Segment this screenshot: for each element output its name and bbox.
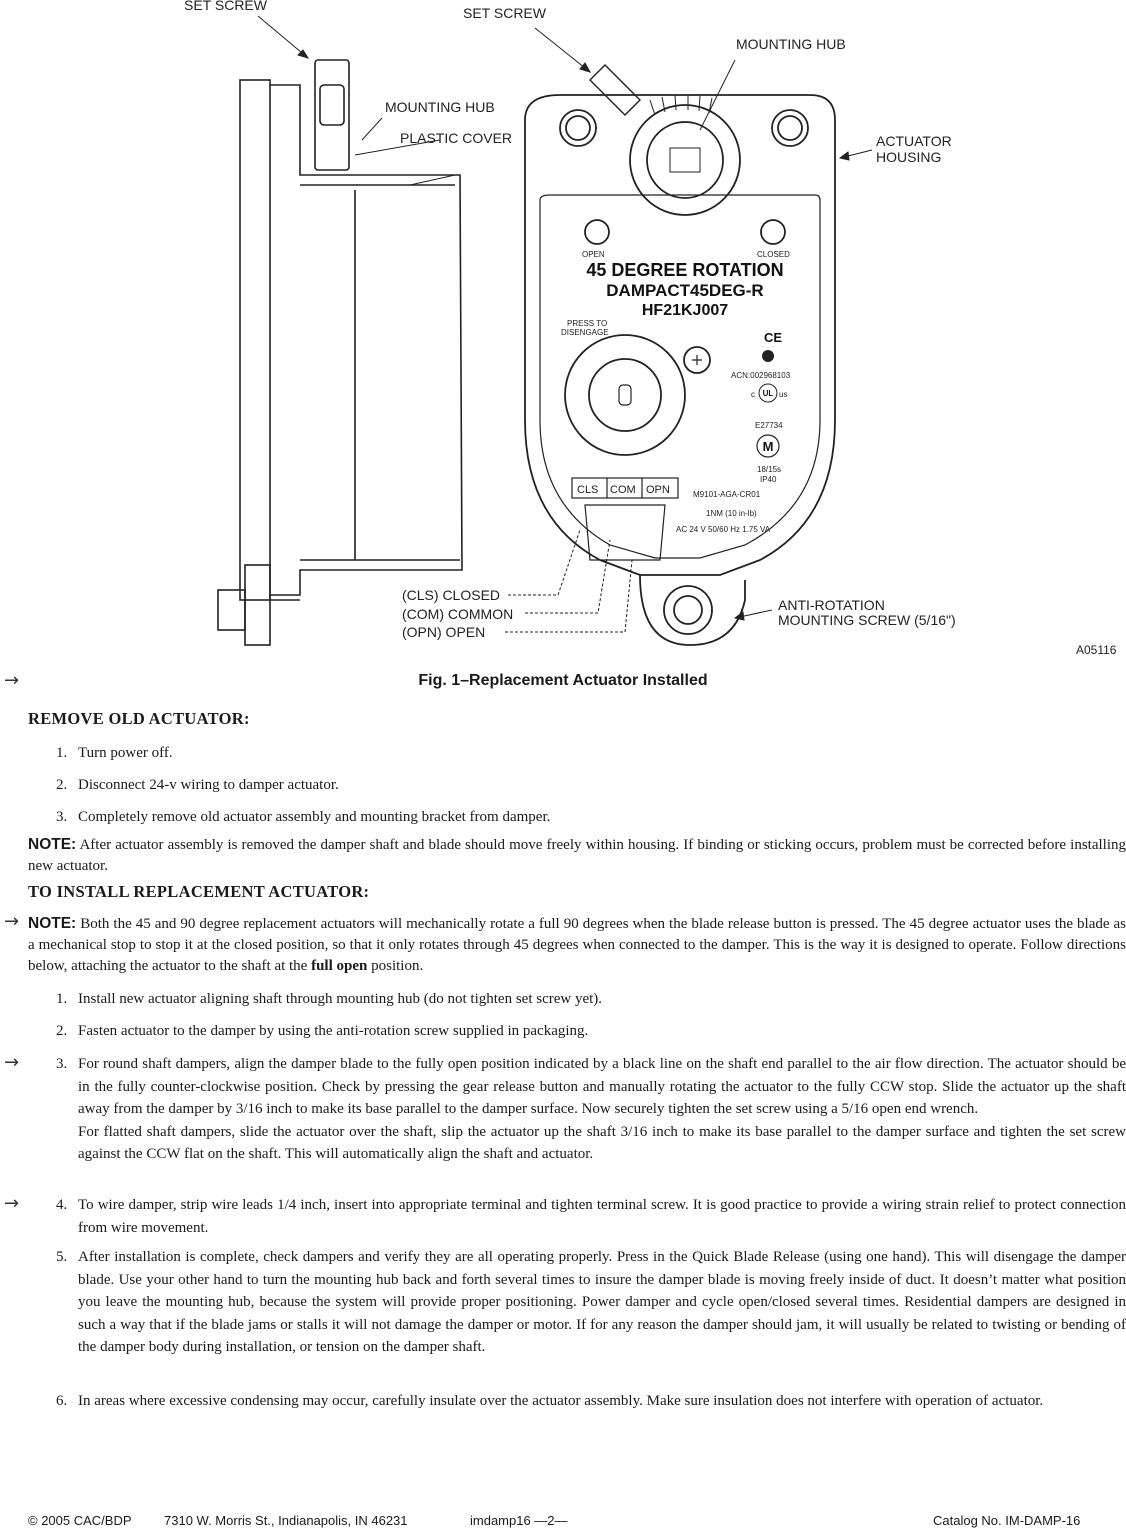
step-number: 3. xyxy=(56,1056,68,1072)
install-step-6: 6. In areas where excessive condensing m… xyxy=(56,1390,1126,1413)
terminal-cls: CLS xyxy=(577,484,598,496)
actuator-front-view xyxy=(524,64,836,646)
change-arrow-note: → xyxy=(4,911,20,932)
remove-step-1: 1. Turn power off. xyxy=(56,742,1126,765)
faceplate-part-number: M9101-AGA-CR01 xyxy=(693,490,761,499)
label-housing: HOUSING xyxy=(876,149,941,165)
faceplate-ul-mark xyxy=(758,383,778,403)
faceplate-e-code: E27734 xyxy=(755,421,783,430)
leader-lines xyxy=(257,15,873,633)
faceplate-rotation: 45 DEGREE ROTATION xyxy=(586,260,783,280)
step-text: Install new actuator aligning shaft thro… xyxy=(78,991,603,1007)
step-text-flatted: For flatted shaft dampers, slide the act… xyxy=(78,1123,1126,1163)
faceplate-m-mark xyxy=(756,434,780,458)
note-emphasis: full open xyxy=(311,958,368,974)
step-text: Disconnect 24-v wiring to damper actuato… xyxy=(78,777,339,793)
label-set-screw-right: SET SCREW xyxy=(463,5,547,21)
label-mounting-screw: MOUNTING SCREW (5/16") xyxy=(778,612,956,628)
label-set-screw-left: SET SCREW xyxy=(184,0,268,13)
step-number: 2. xyxy=(56,1023,68,1039)
step-number: 3. xyxy=(56,809,68,825)
terminal-com: COM xyxy=(610,484,636,496)
step-text: After installation is complete, check da… xyxy=(78,1249,1126,1355)
actuator-figure: SET SCREW SET SCREW MOUNTING HUB MOUNTIN… xyxy=(184,0,1117,657)
faceplate-ce: CE xyxy=(764,330,782,345)
note-text: Both the 45 and 90 degree replacement ac… xyxy=(28,916,1126,974)
remove-note: NOTE: After actuator assembly is removed… xyxy=(28,834,1126,877)
faceplate-disengage: DISENGAGE xyxy=(561,328,609,337)
install-step-4: 4. To wire damper, strip wire leads 1/4 … xyxy=(56,1194,1126,1239)
faceplate-model: DAMPACT45DEG-R xyxy=(606,281,763,300)
faceplate-ratio: 18/15s xyxy=(757,465,781,474)
install-note: NOTE: Both the 45 and 90 degree replacem… xyxy=(28,913,1126,977)
faceplate-torque: 1NM (10 in-lb) xyxy=(706,509,757,518)
actuator-side-view xyxy=(217,59,463,646)
note-text-end: position. xyxy=(371,958,424,974)
faceplate-ul-c: c xyxy=(751,390,755,399)
faceplate-acn: ACN:002968103 xyxy=(731,371,791,380)
label-opn-open: (OPN) OPEN xyxy=(402,624,485,640)
footer-copyright: © 2005 CAC/BDP xyxy=(28,1513,132,1528)
figure-caption: Fig. 1–Replacement Actuator Installed xyxy=(418,672,708,689)
install-step-3: 3. For round shaft dampers, align the da… xyxy=(56,1053,1126,1166)
label-plastic-cover: PLASTIC COVER xyxy=(400,130,512,146)
step-number: 6. xyxy=(56,1393,68,1409)
step-text: Turn power off. xyxy=(78,745,173,761)
step-number: 1. xyxy=(56,745,68,761)
label-com-common: (COM) COMMON xyxy=(402,606,513,622)
label-mounting-hub-top: MOUNTING HUB xyxy=(736,36,846,52)
faceplate-c-tick-mark xyxy=(762,350,774,362)
note-label: NOTE: xyxy=(28,915,77,932)
faceplate-power: AC 24 V 50/60 Hz 1.75 VA xyxy=(676,525,771,534)
install-heading: TO INSTALL REPLACEMENT ACTUATOR: xyxy=(28,882,370,901)
label-mounting-hub-left: MOUNTING HUB xyxy=(385,99,495,115)
label-cls-closed: (CLS) CLOSED xyxy=(402,587,500,603)
step-text: To wire damper, strip wire leads 1/4 inc… xyxy=(78,1197,1126,1236)
remove-step-3: 3. Completely remove old actuator assemb… xyxy=(56,806,1126,829)
step-text: Completely remove old actuator assembly … xyxy=(78,809,551,825)
footer-doc-id: imdamp16 —2— xyxy=(470,1513,568,1528)
step-number: 4. xyxy=(56,1197,68,1213)
faceplate-code: HF21KJ007 xyxy=(642,302,728,319)
faceplate-m: M xyxy=(763,439,774,454)
label-actuator: ACTUATOR xyxy=(876,133,952,149)
step-number: 2. xyxy=(56,777,68,793)
step-text: Fasten actuator to the damper by using t… xyxy=(78,1023,589,1039)
faceplate-open: OPEN xyxy=(582,250,605,259)
footer-catalog: Catalog No. IM-DAMP-16 xyxy=(933,1513,1081,1528)
change-arrow-caption: → xyxy=(4,670,20,691)
faceplate-closed: CLOSED xyxy=(757,250,790,259)
install-step-2: 2. Fasten actuator to the damper by usin… xyxy=(56,1020,1126,1043)
terminal-opn: OPN xyxy=(646,484,670,496)
step-text: For round shaft dampers, align the dampe… xyxy=(78,1056,1126,1117)
note-label: NOTE: xyxy=(28,836,77,853)
remove-heading: REMOVE OLD ACTUATOR: xyxy=(28,709,250,728)
change-arrow-step-4: → xyxy=(4,1193,20,1214)
footer-address: 7310 W. Morris St., Indianapolis, IN 462… xyxy=(164,1513,408,1528)
remove-step-2: 2. Disconnect 24-v wiring to damper actu… xyxy=(56,774,1126,797)
install-step-5: 5. After installation is complete, check… xyxy=(56,1246,1126,1359)
faceplate-ul-us: us xyxy=(779,390,787,399)
step-number: 1. xyxy=(56,991,68,1007)
install-step-1: 1. Install new actuator aligning shaft t… xyxy=(56,988,1126,1011)
figure-code: A05116 xyxy=(1076,643,1117,657)
step-text: In areas where excessive condensing may … xyxy=(78,1393,1044,1409)
faceplate-ul: UL xyxy=(763,389,774,398)
step-number: 5. xyxy=(56,1249,68,1265)
change-arrow-step-3: → xyxy=(4,1052,20,1073)
faceplate-press-to: PRESS TO xyxy=(567,319,607,328)
faceplate-ip: IP40 xyxy=(760,475,777,484)
label-anti-rotation: ANTI-ROTATION xyxy=(778,597,885,613)
note-text: After actuator assembly is removed the d… xyxy=(28,837,1126,874)
